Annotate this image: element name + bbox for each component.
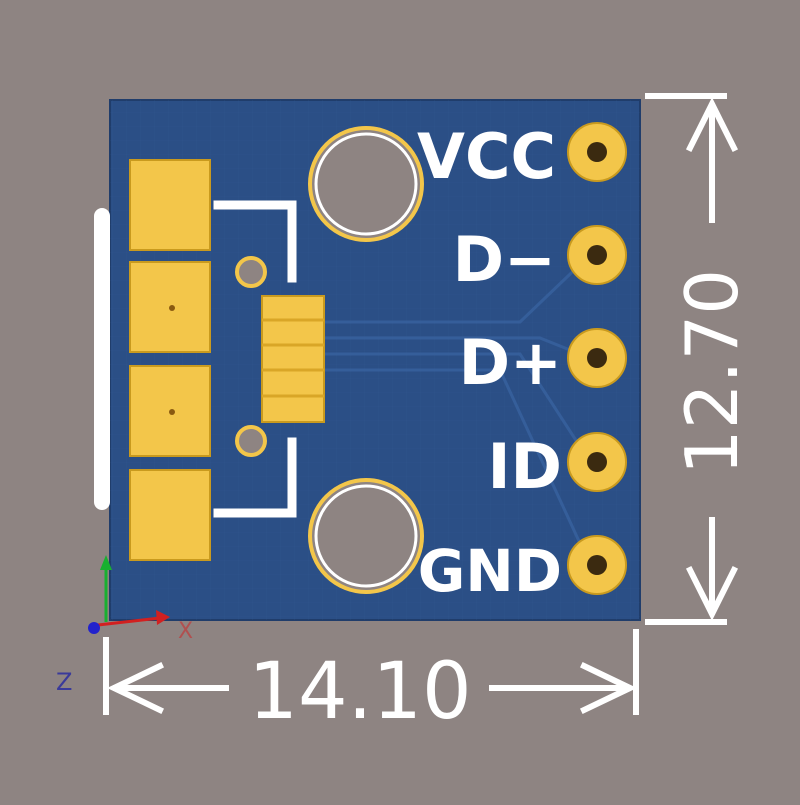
pin-hole: [587, 555, 607, 575]
connector-silkscreen-brackets: [213, 200, 297, 518]
pin-hole: [587, 452, 607, 472]
height-arrow-bottom: [685, 565, 739, 621]
via-dot-1: [169, 305, 175, 311]
height-dimension: 12.70: [645, 93, 754, 625]
bracket-bottom: [213, 437, 297, 518]
pin-gnd[interactable]: GND: [418, 535, 627, 605]
pin-label-gnd: GND: [418, 537, 562, 605]
locating-hole-top: [235, 256, 267, 288]
mounting-hole-bottom-silk: [314, 484, 418, 588]
axis-x-arrowhead: [156, 610, 170, 625]
height-dimension-value: 12.70: [670, 269, 754, 475]
pin-vcc[interactable]: VCC: [417, 120, 627, 193]
header-pins: VCC D− D+ ID GND: [417, 120, 627, 605]
width-arrow-right: [579, 661, 637, 715]
pin-d-minus[interactable]: D−: [453, 223, 627, 296]
pin-d-plus[interactable]: D+: [459, 326, 627, 399]
mounting-hole-top: [308, 126, 424, 242]
pin-label-d-plus: D+: [459, 326, 562, 399]
shield-pad-1: [129, 159, 211, 251]
axis-triad: X Z: [56, 555, 193, 696]
width-arrow-left: [107, 661, 165, 715]
axis-y-arrowhead: [100, 555, 112, 570]
pin-label-d-minus: D−: [453, 223, 556, 296]
connector-edge-silkscreen: [94, 208, 110, 510]
via-dot-2: [169, 409, 175, 415]
height-arrow-top: [685, 97, 739, 153]
mounting-hole-bottom: [308, 478, 424, 594]
pin-id[interactable]: ID: [487, 430, 627, 503]
pin-hole: [587, 348, 607, 368]
mounting-holes: [308, 126, 424, 594]
locating-hole-bottom: [235, 425, 267, 457]
pin-hole: [587, 142, 607, 162]
axis-z-label: Z: [56, 668, 72, 696]
shield-pad-4: [129, 469, 211, 561]
pin-hole: [587, 245, 607, 265]
usb-signal-pads: [261, 295, 325, 423]
signal-pad-dividers: [262, 318, 324, 398]
mounting-hole-top-silk: [314, 132, 418, 236]
width-dimension: 14.10: [103, 629, 639, 737]
axis-x-label: X: [178, 619, 193, 644]
signal-pad-block: [261, 295, 325, 423]
axis-z-marker: [88, 622, 100, 634]
bracket-top: [213, 200, 297, 283]
axis-x-line: [97, 616, 161, 627]
width-dimension-value: 14.10: [248, 647, 471, 737]
pin-label-vcc: VCC: [417, 120, 556, 193]
shield-pads: [129, 159, 211, 561]
pin-label-id: ID: [487, 430, 562, 503]
